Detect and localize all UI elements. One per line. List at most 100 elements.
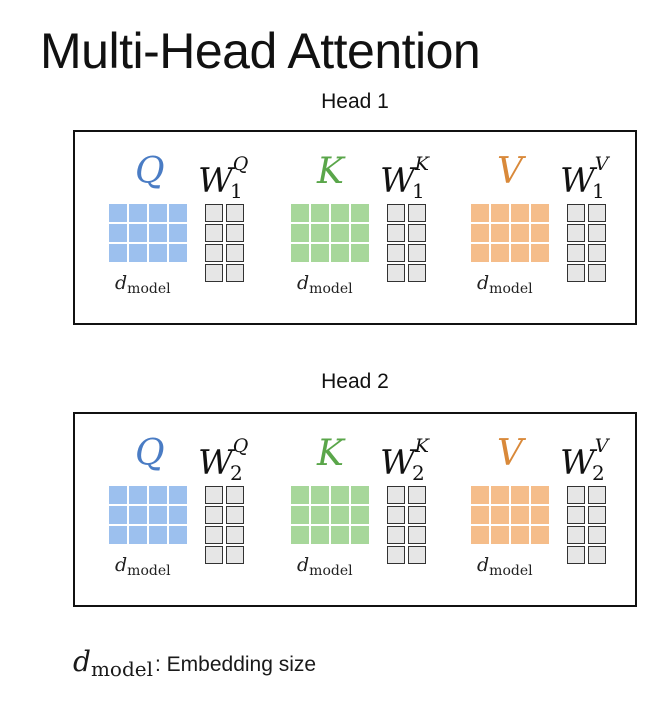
v-matrix-cell bbox=[491, 224, 509, 242]
v-matrix-cell bbox=[531, 204, 549, 222]
w-matrix-cell bbox=[408, 506, 426, 524]
v-matrix-cell bbox=[511, 506, 529, 524]
w-matrix-cell bbox=[226, 486, 244, 504]
v-matrix-cell bbox=[491, 486, 509, 504]
q-matrix-cell bbox=[169, 526, 187, 544]
w-matrix-cell bbox=[205, 224, 223, 242]
k-matrix-cell bbox=[351, 224, 369, 242]
w-symbol: W bbox=[560, 443, 595, 483]
w-matrix-cell bbox=[205, 486, 223, 504]
w-symbol: W bbox=[198, 443, 233, 483]
k-matrix bbox=[291, 486, 369, 544]
w-matrix-cell bbox=[408, 546, 426, 564]
k-matrix-cell bbox=[291, 506, 309, 524]
w-matrix-cell bbox=[408, 224, 426, 242]
v-matrix-cell bbox=[471, 506, 489, 524]
w-matrix-cell bbox=[226, 506, 244, 524]
w-k-label: W2K bbox=[380, 437, 429, 484]
head-label: Head 1 bbox=[321, 90, 389, 113]
w-matrix-cell bbox=[567, 506, 585, 524]
dmodel-label: dmodel bbox=[115, 554, 171, 579]
w-q-matrix bbox=[205, 204, 244, 282]
v-matrix-cell bbox=[471, 224, 489, 242]
w-superscript: Q bbox=[232, 153, 249, 175]
legend: dmodel: Embedding size bbox=[73, 645, 316, 681]
w-matrix-cell bbox=[588, 244, 606, 262]
k-matrix-cell bbox=[331, 204, 349, 222]
q-matrix-cell bbox=[169, 244, 187, 262]
w-matrix-cell bbox=[408, 526, 426, 544]
dmodel-label: dmodel bbox=[115, 272, 171, 297]
q-matrix-cell bbox=[129, 506, 147, 524]
w-matrix-cell bbox=[588, 546, 606, 564]
w-symbol: W bbox=[380, 443, 415, 483]
w-symbol: W bbox=[380, 161, 415, 201]
w-matrix-cell bbox=[226, 264, 244, 282]
dmodel-subscript: model bbox=[489, 281, 533, 297]
w-superscript: Q bbox=[232, 435, 249, 457]
v-symbol: V bbox=[497, 151, 523, 192]
q-matrix-cell bbox=[169, 204, 187, 222]
k-matrix-cell bbox=[291, 224, 309, 242]
v-matrix-cell bbox=[511, 486, 529, 504]
v-matrix bbox=[471, 204, 549, 262]
w-matrix-cell bbox=[205, 244, 223, 262]
w-matrix-cell bbox=[567, 546, 585, 564]
q-matrix-cell bbox=[169, 506, 187, 524]
k-matrix-cell bbox=[351, 486, 369, 504]
v-symbol: V bbox=[497, 433, 523, 474]
k-matrix-cell bbox=[331, 526, 349, 544]
dmodel-subscript: model bbox=[127, 563, 171, 579]
k-matrix-cell bbox=[291, 486, 309, 504]
w-matrix-cell bbox=[205, 546, 223, 564]
k-matrix-cell bbox=[331, 224, 349, 242]
v-matrix-cell bbox=[471, 204, 489, 222]
v-matrix-cell bbox=[471, 244, 489, 262]
k-symbol: K bbox=[317, 151, 344, 192]
w-v-label: W2V bbox=[560, 437, 608, 485]
v-matrix-cell bbox=[531, 486, 549, 504]
w-matrix-cell bbox=[226, 526, 244, 544]
w-matrix-cell bbox=[226, 224, 244, 242]
dmodel-label: dmodel bbox=[477, 272, 533, 297]
q-matrix-cell bbox=[129, 526, 147, 544]
w-matrix-cell bbox=[387, 224, 405, 242]
q-matrix bbox=[109, 204, 187, 262]
v-matrix-cell bbox=[511, 204, 529, 222]
k-matrix-cell bbox=[351, 244, 369, 262]
w-matrix-cell bbox=[567, 204, 585, 222]
k-matrix-cell bbox=[311, 526, 329, 544]
dmodel-label: dmodel bbox=[297, 272, 353, 297]
q-matrix-cell bbox=[129, 244, 147, 262]
w-matrix-cell bbox=[408, 244, 426, 262]
k-matrix-cell bbox=[351, 526, 369, 544]
w-matrix-cell bbox=[387, 264, 405, 282]
w-v-label: W1V bbox=[560, 155, 608, 202]
q-matrix-cell bbox=[149, 486, 167, 504]
w-subscript: 2 bbox=[591, 461, 605, 485]
w-matrix-cell bbox=[567, 526, 585, 544]
q-matrix-cell bbox=[109, 224, 127, 242]
q-matrix-cell bbox=[109, 506, 127, 524]
w-matrix-cell bbox=[588, 506, 606, 524]
w-v-matrix bbox=[567, 486, 606, 564]
k-matrix-cell bbox=[311, 224, 329, 242]
w-matrix-cell bbox=[226, 546, 244, 564]
w-matrix-cell bbox=[387, 486, 405, 504]
dmodel-symbol: d bbox=[297, 554, 310, 576]
w-matrix-cell bbox=[387, 526, 405, 544]
w-matrix-cell bbox=[588, 264, 606, 282]
q-matrix-cell bbox=[169, 224, 187, 242]
v-matrix bbox=[471, 486, 549, 544]
k-matrix-cell bbox=[331, 244, 349, 262]
w-k-label: W1K bbox=[380, 155, 429, 202]
w-matrix-cell bbox=[567, 244, 585, 262]
legend-text: : Embedding size bbox=[154, 653, 317, 676]
w-matrix-cell bbox=[408, 204, 426, 222]
q-matrix-cell bbox=[149, 526, 167, 544]
dmodel-subscript: model bbox=[127, 281, 171, 297]
q-matrix-cell bbox=[109, 244, 127, 262]
legend-symbol: d bbox=[73, 645, 91, 678]
slide-title: Multi-Head Attention bbox=[40, 23, 481, 79]
q-matrix-cell bbox=[109, 486, 127, 504]
